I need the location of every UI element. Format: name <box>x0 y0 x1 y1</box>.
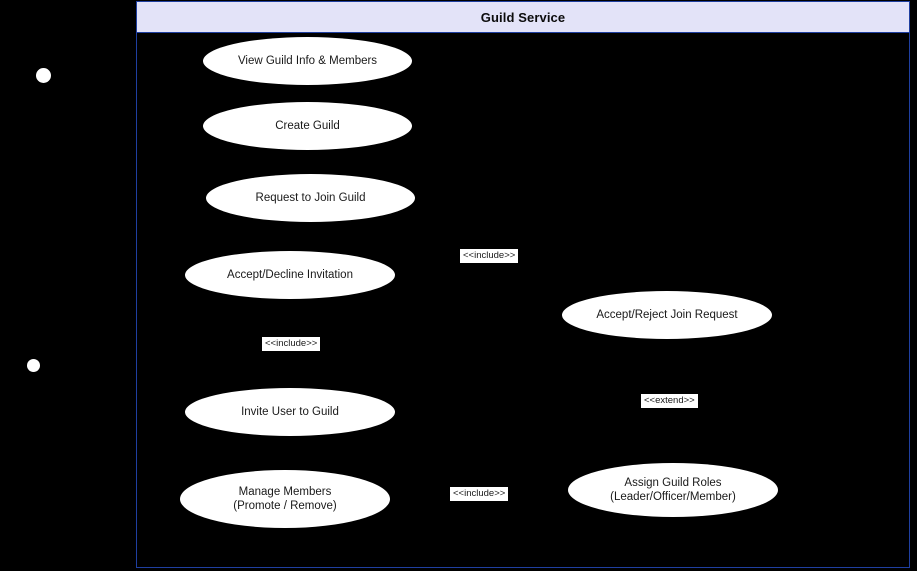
usecase-invite-user-to-guild[interactable]: Invite User to Guild <box>185 388 395 436</box>
usecase-request-to-join-guild[interactable]: Request to Join Guild <box>206 174 415 222</box>
usecase-accept-reject-join-request[interactable]: Accept/Reject Join Request <box>562 291 772 339</box>
usecase-label: Manage Members (Promote / Remove) <box>233 486 337 512</box>
usecase-label: Accept/Decline Invitation <box>227 269 353 281</box>
relationship-label-include-2: <<include>> <box>262 337 321 351</box>
relationship-label-include-1: <<include>> <box>460 249 519 263</box>
usecase-label: Assign Guild Roles (Leader/Officer/Membe… <box>610 477 736 503</box>
relationship-label-extend-1: <<extend>> <box>641 394 698 408</box>
usecase-view-guild-info[interactable]: View Guild Info & Members <box>203 37 412 85</box>
usecase-assign-guild-roles[interactable]: Assign Guild Roles (Leader/Officer/Membe… <box>568 463 778 517</box>
actor-upper[interactable] <box>36 68 51 83</box>
usecase-manage-members[interactable]: Manage Members (Promote / Remove) <box>180 470 390 528</box>
usecase-label: Request to Join Guild <box>255 192 366 204</box>
actor-lower[interactable] <box>27 359 40 372</box>
usecase-label: Create Guild <box>275 120 340 132</box>
usecase-create-guild[interactable]: Create Guild <box>203 102 412 150</box>
usecase-accept-decline-invitation[interactable]: Accept/Decline Invitation <box>185 251 395 299</box>
usecase-label: Invite User to Guild <box>241 406 339 418</box>
system-title-bar: Guild Service <box>136 1 910 33</box>
usecase-label: Accept/Reject Join Request <box>596 309 738 321</box>
system-title: Guild Service <box>480 9 566 25</box>
usecase-label: View Guild Info & Members <box>237 55 378 67</box>
relationship-label-include-3: <<include>> <box>450 487 509 501</box>
